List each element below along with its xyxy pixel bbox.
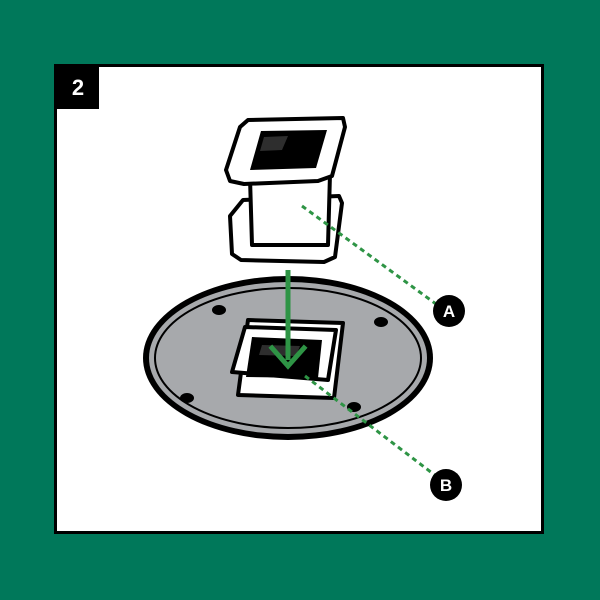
arrow-down-icon [268,270,308,370]
callout-b: B [430,469,462,501]
leader-line-b [304,374,437,478]
callout-a: A [433,295,465,327]
screw-hole-icon [180,393,194,403]
square-adapter-part-a [224,116,347,264]
callout-a-label: A [443,302,455,321]
screw-hole-icon [212,305,226,315]
step-number: 2 [71,75,85,100]
screw-hole-icon [374,317,388,327]
callout-b-label: B [440,476,452,495]
step-number-badge: 2 [57,67,99,109]
leader-line-a [301,204,437,306]
